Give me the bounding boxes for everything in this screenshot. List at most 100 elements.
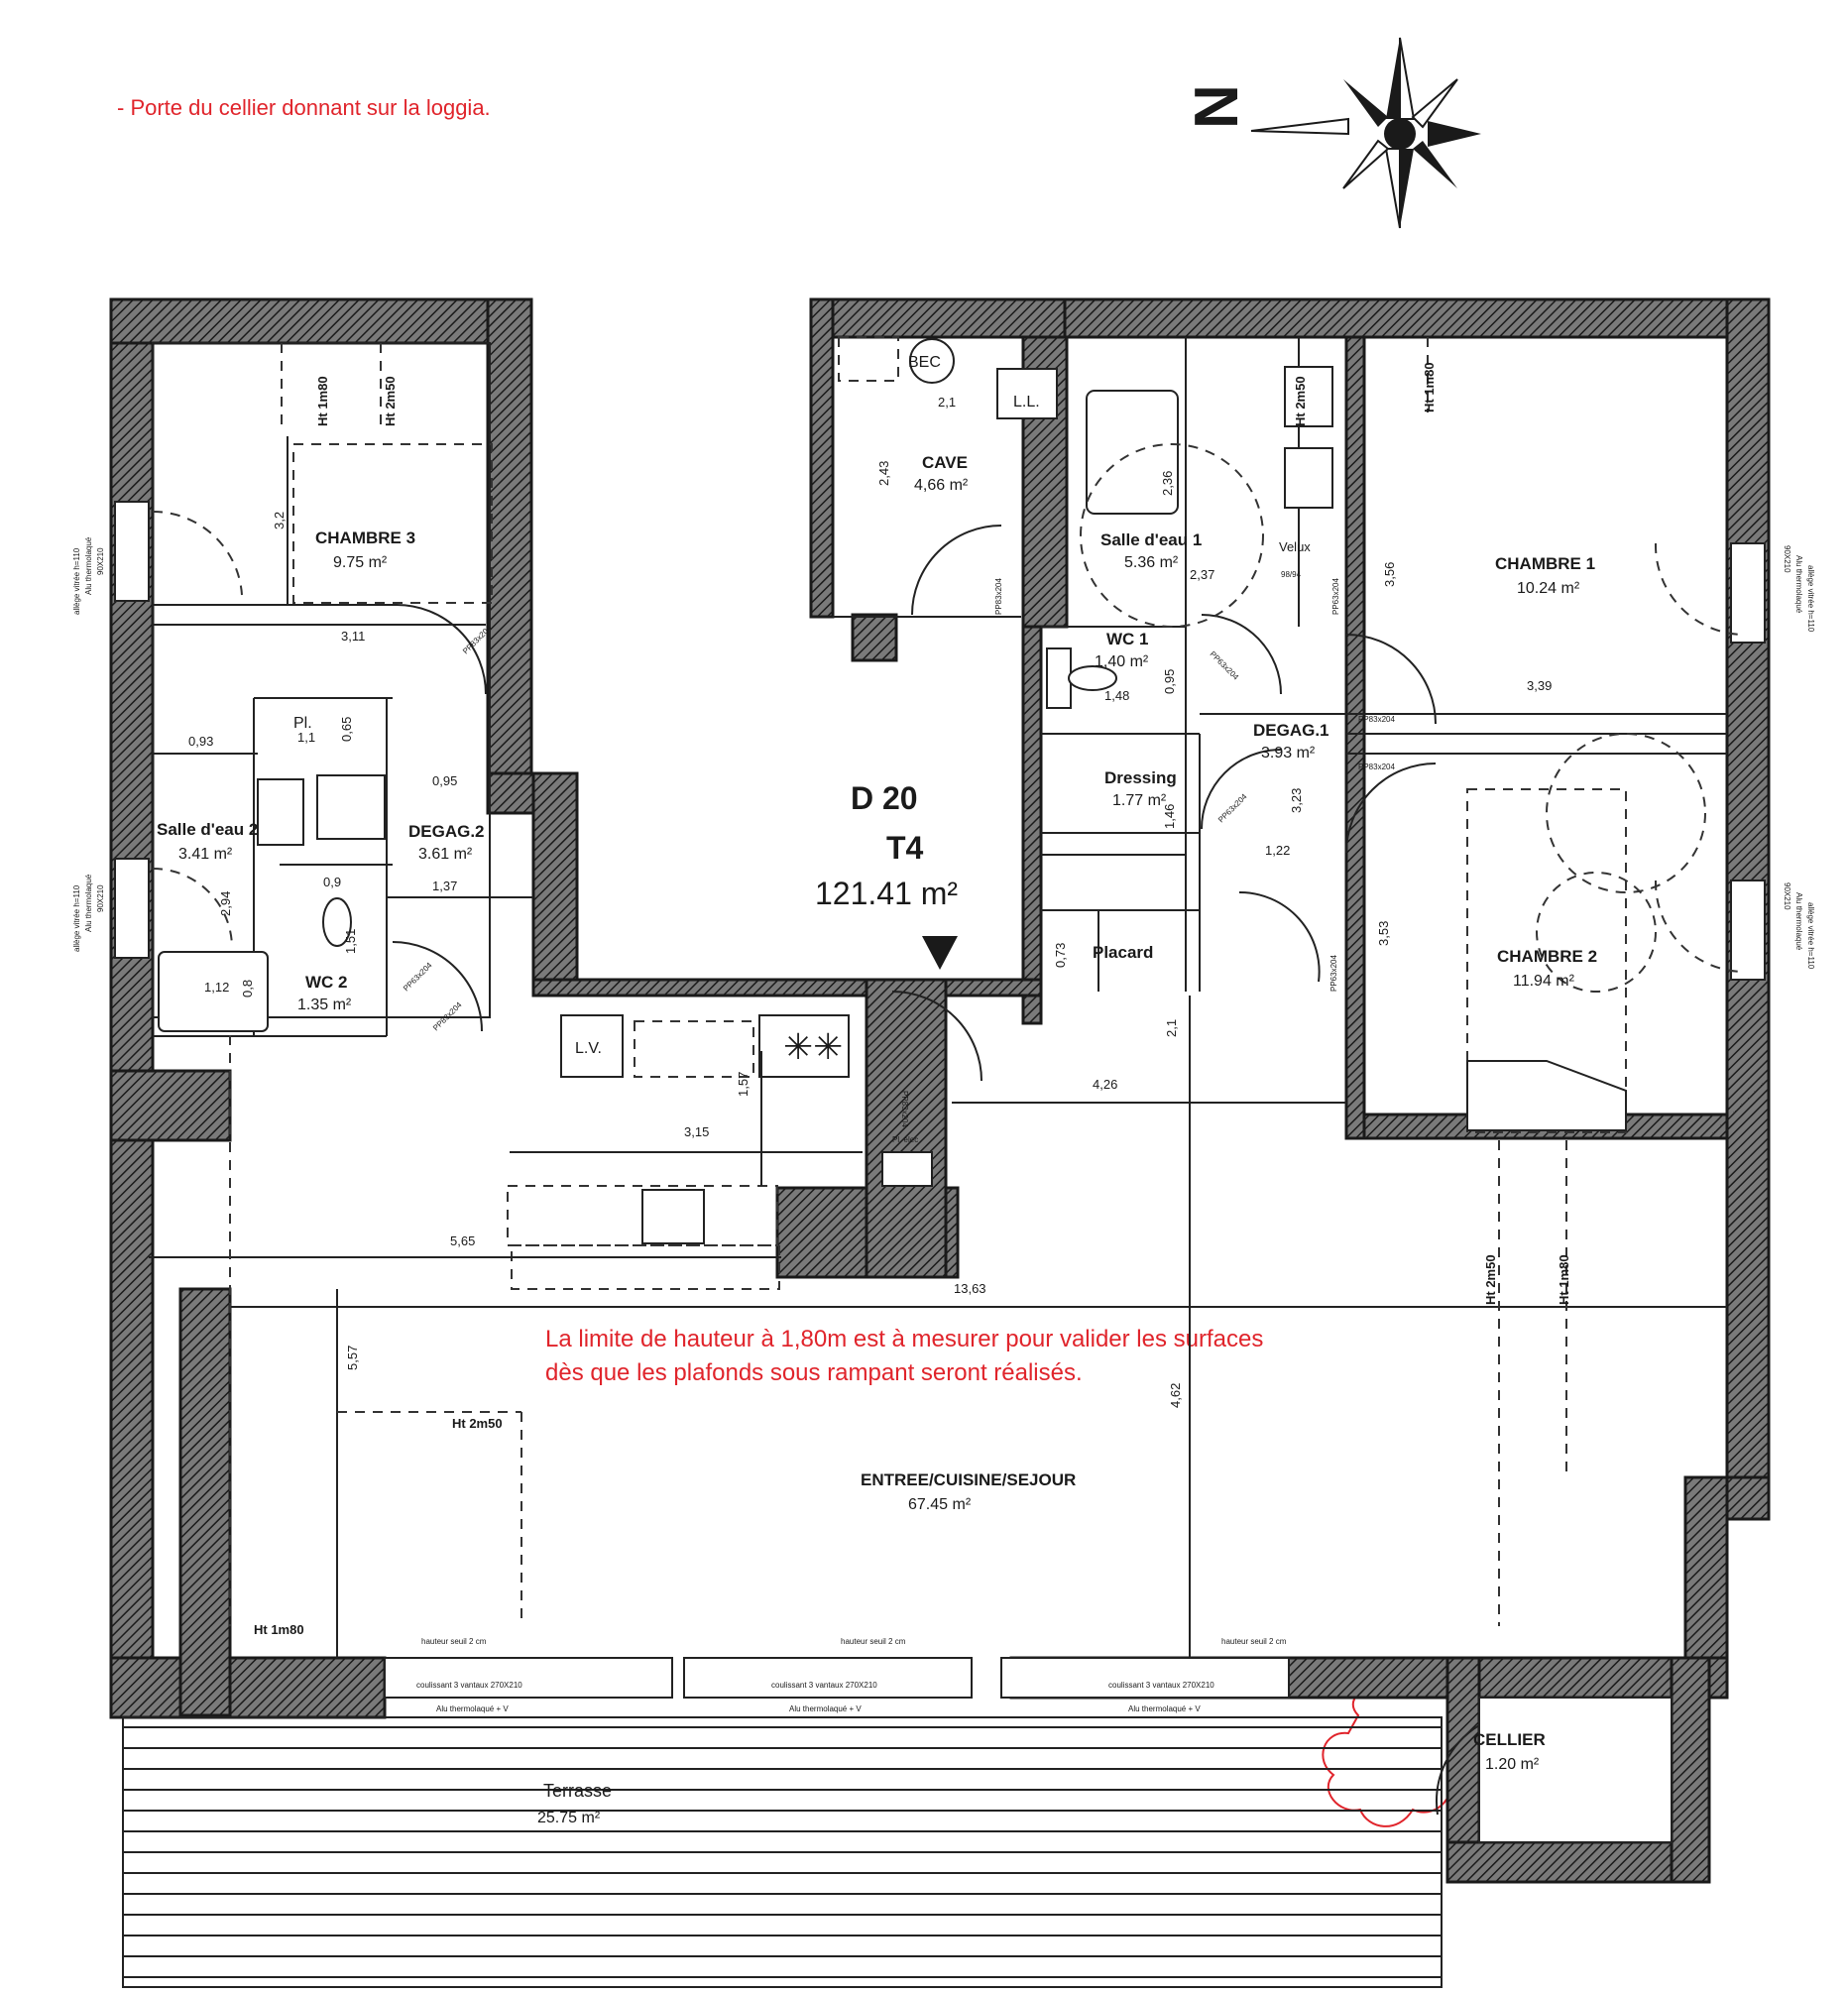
dim-1-22: 1,22	[1265, 843, 1290, 858]
room-area-cave: 4,66 m²	[914, 477, 969, 494]
door-label-salle-eau1: PP63x204	[1331, 578, 1340, 615]
room-labels: CHAMBRE 3 9.75 m² CAVE 4,66 m² Salle d'e…	[157, 453, 1597, 1826]
room-name-degag1: DEGAG.1	[1253, 721, 1329, 740]
sink-icon	[1284, 366, 1333, 427]
door-label-placard: PP63x204	[1329, 955, 1338, 992]
dim-0-95b: 0,95	[1162, 669, 1177, 694]
room-area-chambre2: 11.94 m²	[1513, 973, 1575, 990]
room-area-degag2: 3.61 m²	[418, 846, 473, 863]
bec-icon	[909, 338, 955, 384]
ht-2m50-sejour-right: Ht 2m50	[1483, 1254, 1498, 1305]
dim-3-11: 3,11	[341, 629, 365, 644]
slider-sub-1: Alu thermolaqué + V	[436, 1704, 509, 1713]
room-name-salle-eau1: Salle d'eau 1	[1100, 530, 1202, 549]
slider-label-2: coulissant 3 vantaux 270X210	[771, 1681, 877, 1690]
bec-label: BEC	[908, 354, 941, 371]
ht-2m50-salle-eau1: Ht 2m50	[1293, 376, 1308, 426]
dim-0-95a: 0,95	[432, 773, 457, 788]
dim-0-8: 0,8	[240, 980, 255, 998]
bathtub-icon	[1086, 390, 1179, 515]
dim-3-56: 3,56	[1382, 562, 1397, 587]
dim-0-65: 0,65	[339, 717, 354, 742]
door-label-chambre1: PP83x204	[1358, 715, 1395, 724]
dim-1-48: 1,48	[1104, 688, 1129, 703]
ht-1m80-chambre1: Ht 1m80	[1422, 362, 1437, 412]
room-name-wc2: WC 2	[305, 973, 348, 992]
sill-note-1: hauteur seuil 2 cm	[421, 1637, 487, 1646]
dim-0-9: 0,9	[323, 875, 341, 889]
ll-label: L.L.	[1013, 394, 1040, 411]
window-note-right-1: Alu thermolaqué	[1794, 555, 1803, 614]
ht-2m50-chambre3: Ht 2m50	[383, 376, 398, 426]
room-name-chambre3: CHAMBRE 3	[315, 528, 415, 547]
room-name-chambre2: CHAMBRE 2	[1497, 947, 1597, 966]
window-size-left-2: 90X210	[96, 884, 105, 912]
dim-3-53: 3,53	[1376, 921, 1391, 946]
electrical-panel-icon	[881, 1151, 933, 1187]
dim-1-51: 1,51	[343, 929, 358, 954]
room-name-placard: Placard	[1093, 943, 1153, 962]
ht-1m80-sejour-right: Ht 1m80	[1557, 1254, 1571, 1305]
window-size-right-1: 90X210	[1783, 545, 1791, 573]
velux-size-label: 98/94	[1281, 570, 1302, 579]
note-cellier-door: - Porte du cellier donnant sur la loggia…	[117, 95, 491, 120]
dim-2-1b: 2,1	[1164, 1019, 1179, 1037]
pl-label: Pl.	[293, 715, 312, 732]
window-note-left-3: allège vitrée h=110	[72, 884, 81, 952]
door-label-cave: PP83x204	[994, 578, 1003, 615]
room-area-sejour: 67.45 m²	[908, 1496, 972, 1513]
ht-1m80-sejour-left: Ht 1m80	[254, 1622, 304, 1637]
sill-note-2: hauteur seuil 2 cm	[841, 1637, 906, 1646]
room-area-cellier: 1.20 m²	[1485, 1756, 1540, 1773]
dim-2-1a: 2,1	[938, 395, 956, 410]
dim-3-23: 3,23	[1289, 788, 1304, 813]
windows	[114, 501, 1766, 1699]
dim-4-62: 4,62	[1168, 1383, 1183, 1408]
room-area-degag1: 3.93 m²	[1261, 745, 1316, 762]
room-name-dressing: Dressing	[1104, 768, 1177, 787]
window-note-right-3: Alu thermolaqué	[1794, 892, 1803, 951]
dimension-labels: 3,2 3,11 0,93 1,1 0,65 0,95 1,37 2,94 1,…	[188, 395, 1552, 1408]
room-name-cave: CAVE	[922, 453, 968, 472]
cooktop-icon: ✳✳	[783, 1026, 843, 1067]
terrasse-decking	[122, 1716, 1443, 1988]
fixtures: ✳✳	[158, 336, 1706, 1290]
room-name-chambre1: CHAMBRE 1	[1495, 554, 1595, 573]
compass-icon: N	[1183, 37, 1481, 229]
ceiling-height-labels: Ht 1m80 Ht 2m50 Ht 2m50 Ht 1m80 Ht 2m50 …	[254, 362, 1571, 1637]
doors	[152, 510, 1746, 1816]
slider-sub-3: Alu thermolaqué + V	[1128, 1704, 1201, 1713]
window-note-left-2: Alu thermolaqué	[84, 536, 93, 595]
dim-1-46: 1,46	[1162, 804, 1177, 829]
room-name-wc1: WC 1	[1106, 630, 1149, 648]
window-size-right-2: 90X210	[1783, 882, 1791, 910]
dim-1-12: 1,12	[204, 980, 229, 995]
unit-code: D 20	[851, 780, 918, 816]
sink-icon-2	[1284, 447, 1333, 509]
dim-5-65: 5,65	[450, 1233, 475, 1248]
sink-icon-3	[257, 778, 304, 846]
dim-3-15: 3,15	[684, 1124, 709, 1139]
door-label-entry: PP83x204	[900, 1091, 909, 1127]
window-note-right-2: allège vitrée h=110	[1806, 565, 1815, 633]
unit-label: D 20 T4 121.41 m²	[815, 780, 958, 970]
dim-3-39: 3,39	[1527, 678, 1552, 693]
room-area-terrasse: 25.75 m²	[537, 1810, 601, 1826]
slider-label-1: coulissant 3 vantaux 270X210	[416, 1681, 522, 1690]
room-area-dressing: 1.77 m²	[1112, 792, 1167, 809]
door-label-degag2: PP83x204	[431, 1000, 464, 1033]
dim-3-2: 3,2	[272, 512, 287, 529]
sill-note-3: hauteur seuil 2 cm	[1221, 1637, 1287, 1646]
dim-2-43: 2,43	[876, 461, 891, 486]
dim-0-93: 0,93	[188, 734, 213, 749]
door-label-wc1: PP63x204	[1209, 649, 1241, 682]
room-area-chambre1: 10.24 m²	[1517, 580, 1580, 597]
dim-5-57: 5,57	[345, 1346, 360, 1370]
dim-1-57: 1,57	[736, 1072, 751, 1097]
toilet-icon-2	[322, 897, 352, 947]
room-area-wc1: 1,40 m²	[1095, 653, 1149, 670]
hob-icon	[641, 1189, 705, 1244]
shower-icon	[158, 951, 269, 1032]
door-label-wc2: PP63x204	[402, 961, 434, 994]
